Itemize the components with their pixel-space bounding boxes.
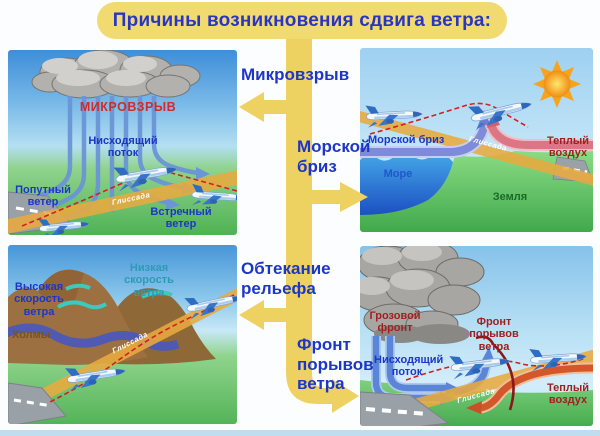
connector-label-gust-front: Фронт порывов ветра (297, 335, 374, 394)
bottom-border-strip (0, 430, 600, 436)
connector-label-terrain: Обтекание рельефа (241, 259, 331, 298)
land-label: Земля (492, 191, 528, 203)
page-title: Причины возникновения сдвига ветра: (112, 9, 492, 31)
arrow-to-terrain (239, 300, 300, 330)
panel-microburst: МИКРОВЗРЫВ Нисходящий поток Попутный вет… (8, 50, 237, 235)
high-wind-label: Высокая скорость ветра (14, 281, 64, 318)
connector-label-sea-breeze: Морской бриз (297, 137, 371, 176)
panel-gust-front: Грозовой фронт Нисходящий поток Фронт по… (360, 246, 593, 426)
gust-front-art (360, 246, 593, 426)
runway (360, 391, 450, 426)
microburst-art (8, 50, 237, 235)
wind-ribbon-weak (57, 283, 173, 310)
microburst-heading: МИКРОВЗРЫВ (79, 100, 177, 114)
arrow-to-microburst (239, 92, 300, 122)
panel-terrain: Высокая скорость ветра Низкая скорость в… (8, 245, 237, 424)
wind-ribbon-strong (8, 323, 180, 351)
panel-sea-breeze: Морской бриз Теплый воздух Море Земля Гл… (360, 48, 593, 232)
low-wind-label: Низкая скорость ветра (124, 262, 174, 299)
sea (360, 152, 453, 216)
microburst-downdraft-label: Нисходящий поток (88, 135, 158, 160)
connector-label-microburst: Микровзрыв (241, 65, 350, 84)
glide-path-band (360, 109, 593, 189)
red-dashed-path (47, 294, 235, 404)
title-pill: Причины возникновения сдвига ветра: (97, 2, 507, 39)
sea-label: Море (383, 168, 413, 180)
red-dashed-path (369, 102, 529, 135)
land (360, 151, 593, 232)
cloud-highlight (42, 51, 157, 86)
headwind-label: Встречный ветер (150, 206, 212, 231)
arrow-to-sea-breeze (300, 182, 368, 212)
storm-front-label: Грозовой фронт (369, 310, 421, 335)
hills-label: Холмы (12, 329, 51, 341)
runway (8, 382, 67, 424)
gust-downdraft-label: Нисходящий поток (374, 354, 444, 379)
gust-front-line (475, 335, 515, 411)
terrain-art (8, 269, 237, 424)
warm-air-label: Теплый воздух (546, 382, 590, 407)
sun-icon (533, 60, 581, 108)
warm-air-label: Теплый воздух (546, 135, 590, 160)
sea-breeze-art (360, 60, 593, 232)
gust-front-label: Фронт порывов ветра (469, 316, 519, 353)
sea-breeze-label: Морской бриз (368, 134, 445, 146)
tailwind-label: Попутный ветер (15, 184, 71, 209)
storm-cloud-shading (374, 324, 470, 344)
storm-cloud-highlight (360, 246, 442, 295)
